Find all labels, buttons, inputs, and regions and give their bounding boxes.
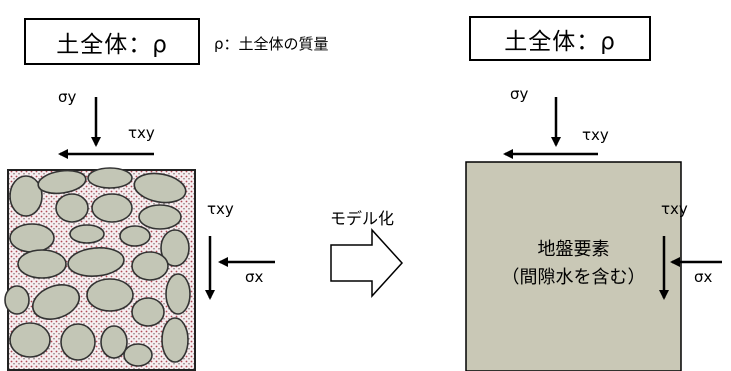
left-sigma-x-label: σx (245, 268, 264, 286)
ground-element (465, 161, 682, 371)
right-sigma-x-label: σx (694, 268, 713, 286)
element-label: 地盤要素 （間隙水を含む） (466, 236, 681, 292)
modeling-arrow (330, 228, 404, 298)
left-stress-arrows (58, 97, 275, 300)
element-label-line2: （間隙水を含む） (501, 267, 646, 288)
right-stress-arrows (503, 97, 722, 300)
soil-sample (4, 167, 196, 371)
left-title: 土全体：ρ (56, 31, 168, 58)
left-tau-xy-side-label: τxy (207, 200, 234, 218)
right-sigma-y-label: σy (510, 85, 529, 103)
left-title-box: 土全体：ρ (24, 18, 200, 65)
right-tau-xy-side-label: τxy (661, 200, 688, 218)
left-sigma-y-label: σy (58, 88, 77, 106)
element-label-line1: 地盤要素 (537, 239, 610, 260)
modeling-label: モデル化 (330, 209, 395, 228)
right-tau-xy-top-label: τxy (582, 126, 609, 144)
left-tau-xy-top-label: τxy (128, 124, 155, 142)
right-title: 土全体：ρ (504, 28, 616, 55)
right-title-box: 土全体：ρ (469, 16, 651, 61)
density-legend: ρ：土全体の質量 (214, 35, 329, 53)
